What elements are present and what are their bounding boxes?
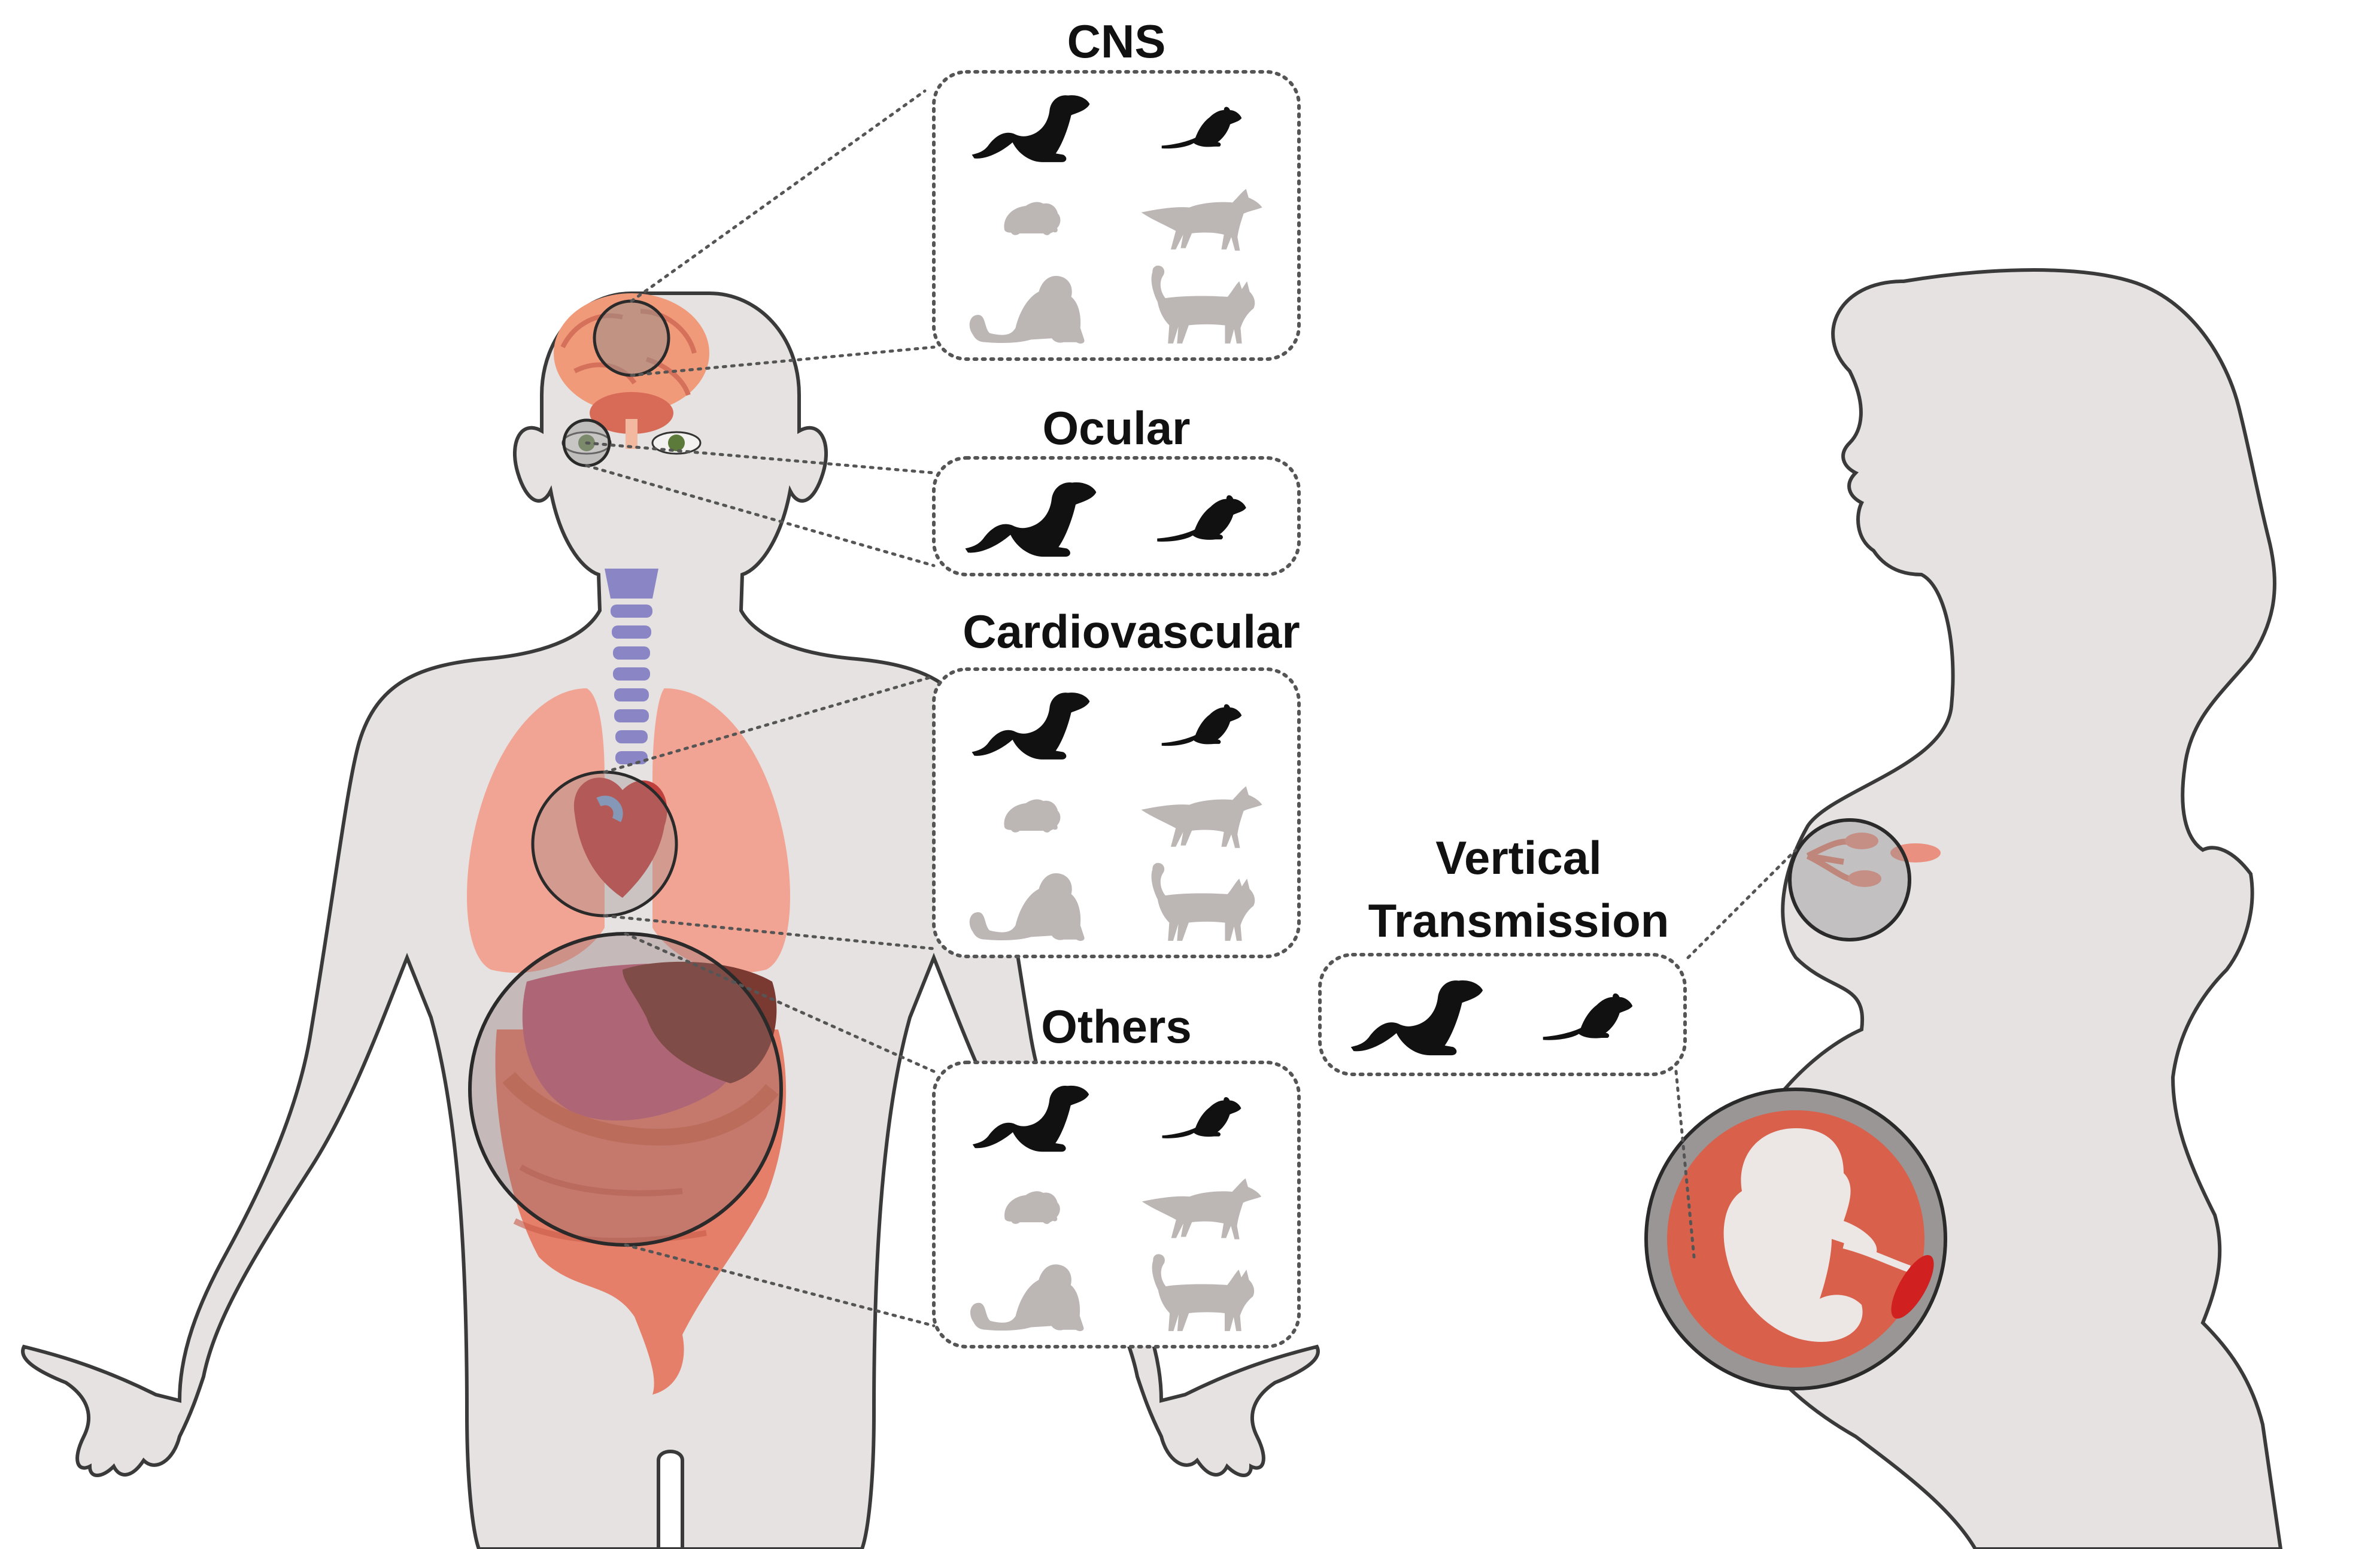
ocular-panel [932,456,1301,576]
vertical-panel [1318,953,1687,1076]
pregnant-woman [1644,268,2283,1549]
vertical-transmission-label-line1: Vertical [1435,831,1602,884]
ocular-label: Ocular [1042,402,1190,454]
others-panel [932,1061,1301,1348]
trachea [605,569,658,764]
womb [1644,1088,1947,1390]
breast [1788,818,1941,941]
cardiovascular-label: Cardiovascular [963,605,1300,658]
abdomen [468,932,787,1395]
connector-lines [585,89,1798,1328]
cns-panel [932,70,1301,361]
lungs [467,688,790,973]
ocular-panel-frame [932,456,1301,576]
cardiovascular-panel [932,667,1301,958]
vertical-transmission-label-line2: Transmission [1368,894,1669,947]
heart [531,770,678,918]
panels [932,70,1687,1348]
fetus [1723,1128,1877,1342]
cns-label: CNS [1067,15,1166,68]
leg-gap [657,1450,684,1549]
vertical-panel-frame [1318,953,1687,1076]
others-label: Others [1041,1000,1191,1053]
human-body [21,291,1320,1549]
